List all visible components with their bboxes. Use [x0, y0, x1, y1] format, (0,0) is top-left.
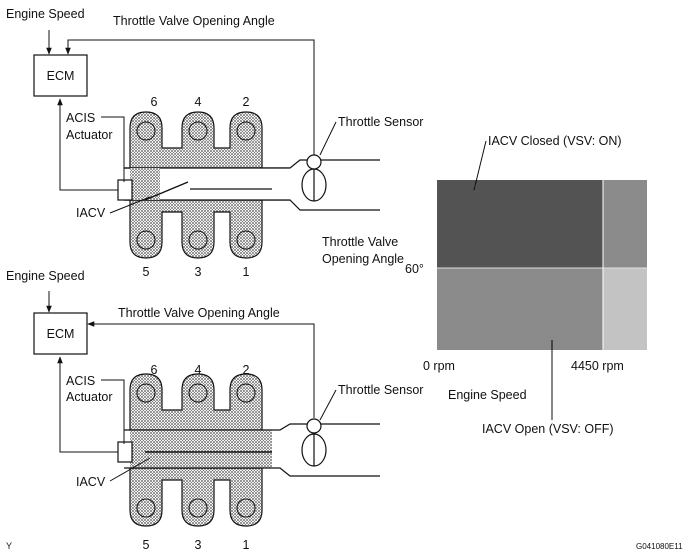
top-ecm-output-wire [57, 98, 118, 191]
top-iacv-leader [109, 196, 151, 214]
bottom-iacv-leader [109, 457, 151, 482]
top-throttle-sensor-label: Throttle Sensor [338, 115, 423, 129]
top-cyl-2: 2 [243, 95, 250, 109]
operating-map: Throttle Valve Opening Angle 60° 0 rpm 4… [322, 134, 647, 436]
map-region-open-high [603, 268, 647, 350]
map-closed-leader [473, 140, 487, 191]
top-iacv-label: IACV [76, 206, 106, 220]
bottom-cyl-2: 2 [243, 363, 250, 377]
top-ecm-label: ECM [47, 69, 75, 83]
top-acis-label-1: ACIS [66, 111, 95, 125]
map-x-tick-0: 0 rpm [423, 359, 455, 373]
bottom-cyl-5: 5 [143, 538, 150, 552]
map-y-label-2: Opening Angle [322, 252, 404, 266]
bottom-throttle-sensor-icon [306, 418, 322, 434]
map-region-high-rpm-upper [603, 180, 647, 268]
top-cyl-6: 6 [151, 95, 158, 109]
top-diagram: Engine Speed Throttle Valve Opening Angl… [6, 7, 423, 279]
bottom-acis-label-2: Actuator [66, 390, 113, 404]
bottom-cyl-1: 1 [243, 538, 250, 552]
bottom-engine-speed-label: Engine Speed [6, 269, 85, 283]
top-intake-manifold [117, 111, 380, 259]
bottom-acis-leader [101, 379, 125, 444]
bottom-cyl-4: 4 [195, 363, 202, 377]
map-open-label: IACV Open (VSV: OFF) [482, 422, 614, 436]
bottom-throttle-signal-wire [87, 321, 315, 418]
top-throttle-angle-label: Throttle Valve Opening Angle [113, 14, 275, 28]
bottom-acis-label-1: ACIS [66, 374, 95, 388]
bottom-cyl-6: 6 [151, 363, 158, 377]
bottom-diagram: Engine Speed Throttle Valve Opening Angl… [6, 269, 423, 552]
map-region-open-low [437, 268, 603, 350]
top-throttle-sensor-leader [319, 121, 337, 156]
top-cyl-5: 5 [143, 265, 150, 279]
map-y-label-1: Throttle Valve [322, 235, 398, 249]
footer-figure-code: G041080E11 [636, 542, 683, 551]
map-closed-label: IACV Closed (VSV: ON) [488, 134, 622, 148]
map-x-tick-4450: 4450 rpm [571, 359, 624, 373]
top-cyl-3: 3 [195, 265, 202, 279]
top-ecm-box [33, 54, 88, 97]
bottom-intake-manifold [117, 373, 380, 527]
map-region-closed [437, 180, 603, 268]
top-cyl-4: 4 [195, 95, 202, 109]
footer-left-mark: Y [6, 541, 12, 551]
top-acis-leader [101, 116, 125, 182]
top-throttle-signal-wire [65, 39, 315, 155]
map-y-tick-60: 60° [405, 262, 424, 276]
bottom-iacv-label: IACV [76, 475, 106, 489]
bottom-throttle-sensor-label: Throttle Sensor [338, 383, 423, 397]
bottom-ecm-output-wire [57, 356, 118, 453]
top-throttle-sensor-icon [306, 154, 322, 170]
bottom-throttle-sensor-leader [319, 389, 337, 421]
bottom-ecm-label: ECM [47, 327, 75, 341]
top-engine-speed-label: Engine Speed [6, 7, 85, 21]
bottom-throttle-angle-label: Throttle Valve Opening Angle [118, 306, 280, 320]
top-cyl-1: 1 [243, 265, 250, 279]
bottom-ecm-box [33, 312, 88, 355]
bottom-cyl-3: 3 [195, 538, 202, 552]
top-acis-label-2: Actuator [66, 128, 113, 142]
map-x-label: Engine Speed [448, 388, 527, 402]
